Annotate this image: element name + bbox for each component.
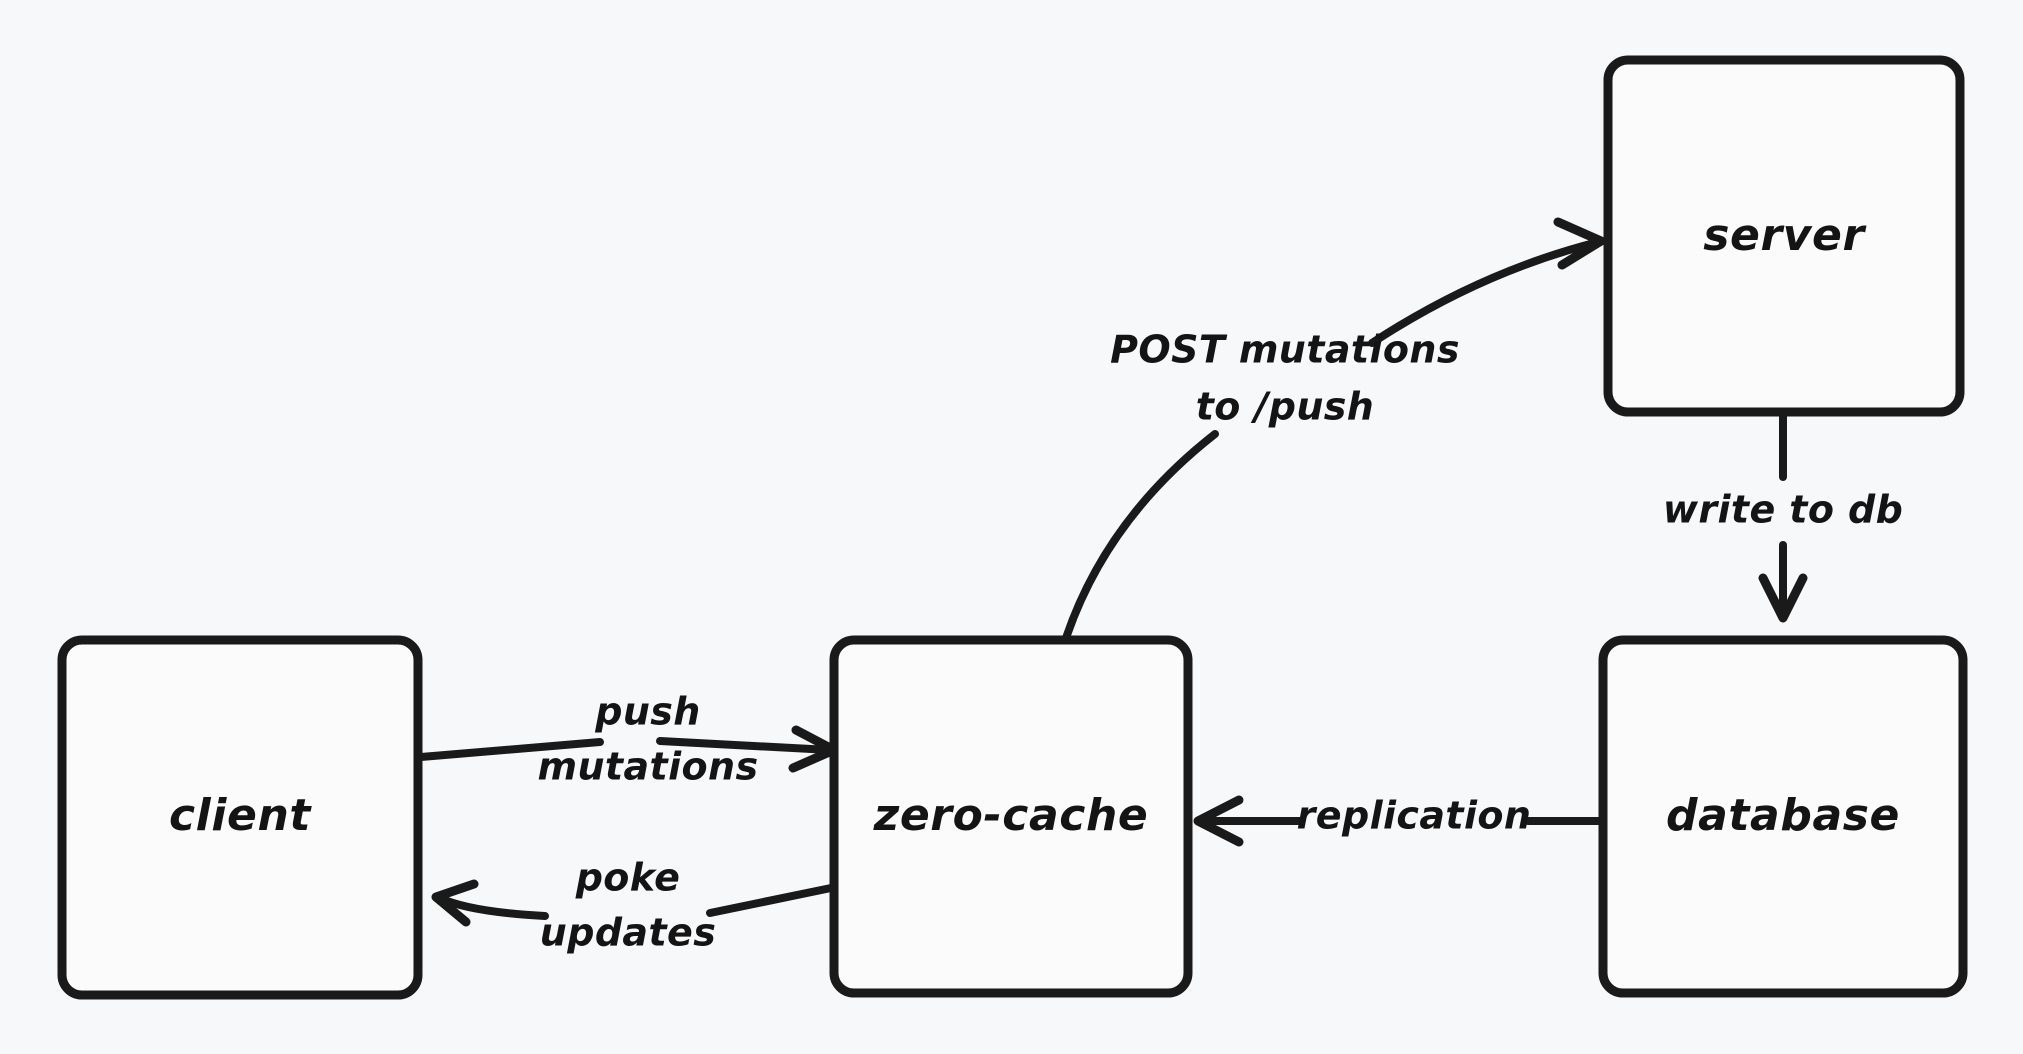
node-database[interactable]: database: [1598, 635, 1968, 998]
node-zero-cache-label: zero-cache: [873, 790, 1149, 841]
edge-post-mutations-label-line2: to /push: [1196, 385, 1375, 429]
edge-post-mutations: POST mutations to /push: [1061, 217, 1606, 645]
edge-push-mutations-tail-left: [417, 738, 604, 761]
node-database-label: database: [1666, 790, 1900, 841]
edge-push-mutations-label-line1: push: [594, 690, 701, 734]
edge-poke-updates-label-line2: updates: [540, 911, 716, 955]
edge-post-mutations-arrowhead: [1553, 217, 1606, 270]
node-client-box[interactable]: [57, 635, 423, 1000]
edge-poke-updates-tail-right: [706, 884, 835, 917]
edge-push-mutations-label-line2: mutations: [537, 745, 758, 789]
edge-replication: replication: [1193, 794, 1605, 847]
edge-push-mutations-tail-right: [656, 737, 834, 754]
node-zero-cache-box[interactable]: [829, 635, 1193, 998]
node-client-label: client: [169, 790, 312, 841]
node-database-box[interactable]: [1598, 635, 1968, 998]
edge-write-to-db-label: write to db: [1663, 488, 1903, 532]
edge-post-mutations-tail-lower: [1061, 430, 1219, 645]
edge-poke-updates-label-line1: poke: [575, 856, 681, 900]
node-zero-cache[interactable]: zero-cache: [829, 635, 1193, 998]
node-server[interactable]: server: [1603, 55, 1965, 417]
edge-post-mutations-tail-upper: [1368, 238, 1602, 347]
edge-write-to-db-arrowhead: [1758, 573, 1808, 623]
node-client[interactable]: client: [57, 635, 423, 1000]
edge-replication-arrowhead: [1193, 795, 1244, 847]
edge-poke-updates-arrowhead: [431, 879, 479, 927]
edge-post-mutations-label-line1: POST mutations: [1110, 328, 1460, 372]
edge-poke-updates: poke updates: [431, 856, 835, 955]
node-server-box[interactable]: [1603, 55, 1965, 417]
edge-write-to-db: write to db: [1663, 409, 1903, 623]
edge-push-mutations: push mutations: [417, 690, 839, 789]
node-server-label: server: [1703, 210, 1866, 261]
edge-replication-label: replication: [1297, 794, 1532, 838]
